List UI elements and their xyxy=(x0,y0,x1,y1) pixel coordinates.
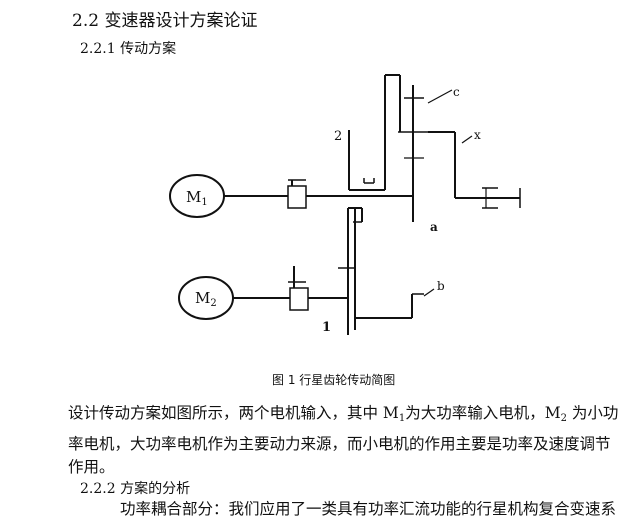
paragraph-line-2: 率电机，大功率电机作为主要动力来源，而小电机的作用主要是功率及速度调节 xyxy=(68,435,611,453)
motor-m2-label: M2 xyxy=(195,289,217,309)
motor-m1-label: M1 xyxy=(186,188,208,208)
section-heading: 2.2 变速器设计方案论证 xyxy=(72,11,258,31)
label-a: a xyxy=(430,220,438,234)
label-c: c xyxy=(453,85,460,99)
coupling-m1 xyxy=(287,185,307,209)
figure-caption: 图 1 行星齿轮传动简图 xyxy=(272,373,396,387)
paragraph-line-1: 设计传动方案如图所示，两个电机输入，其中 M1为大功率输入电机，M2 为小功 xyxy=(68,404,619,424)
paragraph-line-4: 功率耦合部分：我们应用了一类具有功率汇流功能的行星机构复合变速系 xyxy=(120,500,617,518)
coupling-m2 xyxy=(289,287,309,311)
label-b: b xyxy=(437,279,445,293)
subsection-heading-analysis: 2.2.2 方案的分析 xyxy=(80,481,191,497)
subsection-heading-transmission: 2.2.1 传动方案 xyxy=(80,41,177,57)
label-2: 2 xyxy=(334,129,342,144)
label-1: 1 xyxy=(322,320,331,335)
label-x: x xyxy=(474,128,481,142)
paragraph-line-3: 作用。 xyxy=(68,458,115,476)
